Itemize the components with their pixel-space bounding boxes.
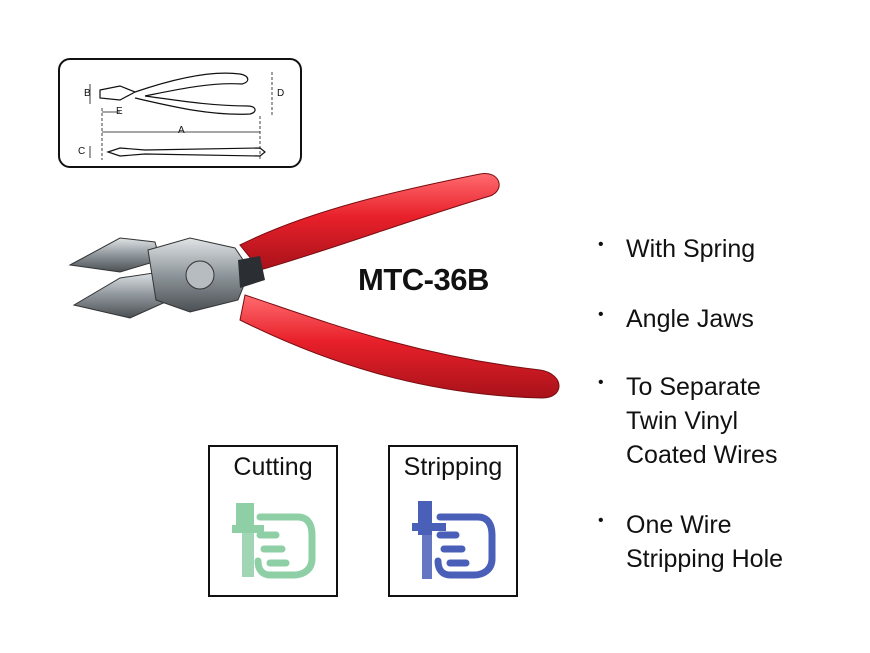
feature-text: Twin Vinyl — [626, 407, 739, 435]
function-label: Cutting — [233, 453, 313, 481]
feature-text: One Wire — [626, 511, 732, 539]
feature-text: Stripping Hole — [626, 545, 784, 573]
hand-stripping-icon — [412, 501, 496, 579]
hand-cutting-icon — [232, 503, 316, 579]
dimension-diagram: B D E A C — [58, 58, 302, 168]
feature-text: Angle Jaws — [626, 305, 754, 333]
feature-text: With Spring — [626, 235, 756, 263]
dimension-drawing — [89, 72, 273, 160]
dimension-label-d: D — [277, 88, 285, 99]
bullet-icon: • — [598, 374, 604, 391]
feature-text: To Separate — [626, 373, 761, 401]
pliers-image — [68, 173, 560, 399]
dimension-label-e: E — [116, 106, 123, 117]
feature-text: Coated Wires — [626, 441, 778, 469]
dimension-label-b: B — [84, 88, 91, 99]
dimension-label-c: C — [78, 146, 86, 157]
dimension-label-a: A — [178, 125, 185, 136]
bullet-icon: • — [598, 512, 604, 529]
bullet-icon: • — [598, 236, 604, 253]
bullet-icon: • — [598, 306, 604, 323]
function-box-cutting: Cutting — [208, 445, 338, 597]
function-box-stripping: Stripping — [388, 445, 518, 597]
model-number: MTC-36B — [358, 262, 489, 297]
function-label: Stripping — [403, 453, 503, 481]
